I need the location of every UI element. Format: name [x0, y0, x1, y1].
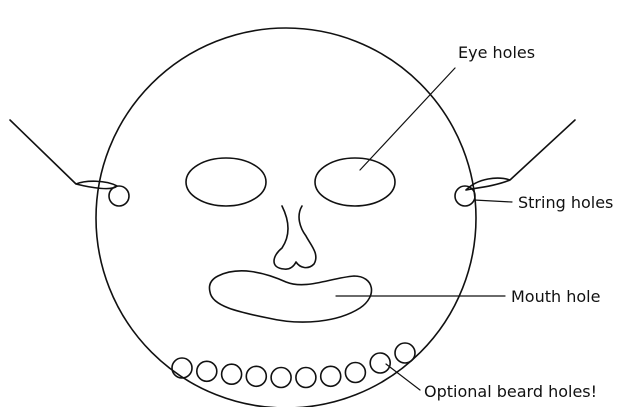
string-holes-leader [474, 200, 512, 202]
mouth-hole-label: Mouth hole [511, 287, 600, 306]
left-eye-hole [186, 158, 266, 206]
beard-hole [246, 366, 266, 386]
beard-hole [197, 361, 217, 381]
beard-hole [222, 364, 242, 384]
beard-hole [321, 366, 341, 386]
string-holes-label: String holes [518, 193, 613, 212]
beard-hole [172, 358, 192, 378]
eye-holes-label: Eye holes [458, 43, 535, 62]
beard-hole [370, 353, 390, 373]
beard-holes [172, 343, 415, 388]
right-string [466, 120, 575, 190]
right-eye-hole [315, 158, 395, 206]
beard-hole [296, 368, 316, 388]
eye-holes-leader [360, 68, 455, 170]
beard-hole [271, 368, 291, 388]
beard-holes-label: Optional beard holes! [424, 382, 597, 401]
beard-hole [395, 343, 415, 363]
beard-hole [345, 363, 365, 383]
nose [274, 206, 316, 269]
